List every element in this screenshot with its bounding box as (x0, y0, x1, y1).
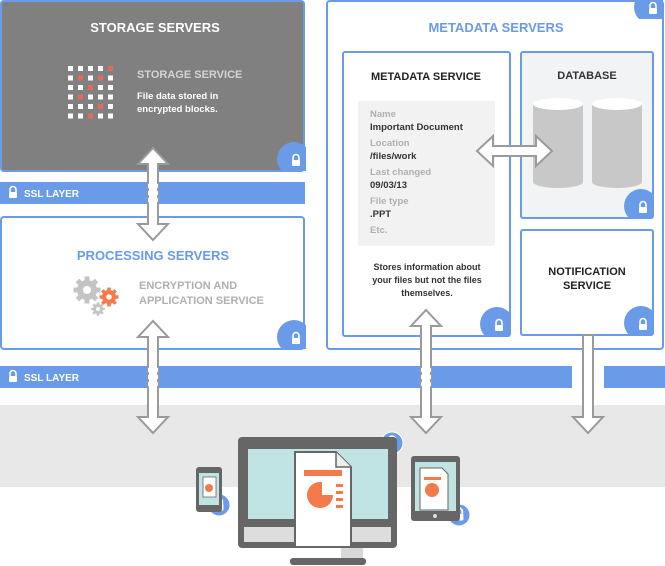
ssl-crossing (421, 382, 431, 386)
lock-icon (624, 189, 653, 218)
ssl-crossing (148, 382, 158, 386)
ssl-layer-label-top: SSL LAYER (24, 189, 80, 200)
metadata-service-title: METADATA SERVICE (371, 71, 481, 83)
storage-servers-title: STORAGE SERVERS (90, 20, 220, 35)
data-flow-arrows (135, 133, 606, 435)
block (98, 113, 103, 119)
database-box: DATABASE (520, 51, 654, 219)
gear-icon (91, 302, 105, 316)
ssl-layer-band-bottom (0, 366, 572, 388)
block (108, 75, 113, 81)
processing-servers-box: PROCESSING SERVERS ENCRYPTION AND APPLIC… (0, 216, 305, 350)
notification-service-box: NOTIFICATION SERVICE (520, 229, 654, 336)
processing-servers-title: PROCESSING SERVERS (77, 248, 230, 263)
arrow (475, 133, 554, 169)
notification-title-line2: SERVICE (563, 280, 611, 292)
processing-service-line2: APPLICATION SERVICE (139, 295, 264, 307)
block (108, 66, 113, 71)
phone-icon (196, 467, 222, 512)
block (78, 94, 83, 100)
ssl-crossing (421, 368, 431, 372)
block (88, 66, 93, 71)
block (68, 85, 73, 90)
block (78, 113, 83, 119)
lock-icon (277, 142, 306, 171)
gear-icon (99, 287, 119, 307)
database-title: DATABASE (557, 70, 616, 82)
lock-icon (624, 306, 653, 335)
gear-icon (73, 276, 101, 304)
lock-icon (9, 369, 17, 382)
storage-servers-box: STORAGE SERVERS STORAGE SERVICE File dat… (0, 0, 305, 172)
block (108, 104, 113, 109)
ssl-crossing (148, 191, 158, 195)
block (78, 85, 83, 90)
storage-service-title: STORAGE SERVICE (137, 69, 242, 81)
block (78, 104, 83, 109)
block (98, 66, 103, 71)
block (88, 75, 93, 81)
arrow (570, 334, 606, 435)
block (78, 75, 83, 81)
field-label: Location (370, 138, 410, 149)
block (108, 113, 113, 119)
ssl-crossing (148, 198, 158, 202)
gear-icon (73, 276, 119, 316)
metadata-desc-line2: your files but not the files (372, 275, 482, 285)
field-value: .PPT (370, 209, 391, 220)
storage-desc-line2: encrypted blocks. (137, 104, 218, 115)
ssl-crossing (148, 368, 158, 372)
block (68, 104, 73, 109)
processing-service-line1: ENCRYPTION AND (139, 280, 237, 292)
block (68, 113, 73, 119)
tablet-icon (411, 456, 460, 521)
block (68, 94, 73, 100)
block (88, 113, 93, 119)
ssl-layer-band-bottom-right (604, 366, 665, 388)
ssl-layer-label-bottom: SSL LAYER (24, 373, 80, 384)
block (98, 104, 103, 109)
ssl-crossing (148, 184, 158, 188)
ssl-crossing (148, 375, 158, 379)
block (78, 66, 83, 71)
storage-desc-line1: File data stored in (137, 91, 218, 102)
block (68, 66, 73, 71)
presentation-file-icon (294, 451, 352, 548)
field-label: Name (370, 109, 396, 120)
field-value: 09/03/13 (370, 180, 407, 191)
block (98, 94, 103, 100)
monitor-icon (238, 437, 397, 565)
block (98, 75, 103, 81)
database-icon (533, 98, 642, 188)
block (88, 85, 93, 90)
encrypted-blocks-icon (68, 66, 113, 119)
metadata-servers-title: METADATA SERVERS (428, 20, 563, 35)
metadata-desc-line1: Stores information about (373, 262, 480, 272)
lock-icon (480, 307, 509, 336)
metadata-desc-line3: themselves. (401, 288, 453, 298)
block (108, 85, 113, 90)
metadata-etc: Etc. (370, 225, 387, 236)
metadata-record-card (358, 101, 495, 246)
block (108, 94, 113, 100)
ssl-crossing (421, 375, 431, 379)
notification-title-line1: NOTIFICATION (548, 266, 625, 278)
field-label: Last changed (370, 167, 431, 178)
block (88, 104, 93, 109)
field-value: /files/work (370, 151, 417, 162)
field-value: Important Document (370, 122, 464, 133)
block (68, 75, 73, 81)
block (98, 85, 103, 90)
lock-icon (634, 0, 663, 19)
lock-icon (277, 320, 306, 349)
field-label: File type (370, 196, 409, 207)
block (88, 94, 93, 100)
lock-icon (9, 185, 17, 198)
